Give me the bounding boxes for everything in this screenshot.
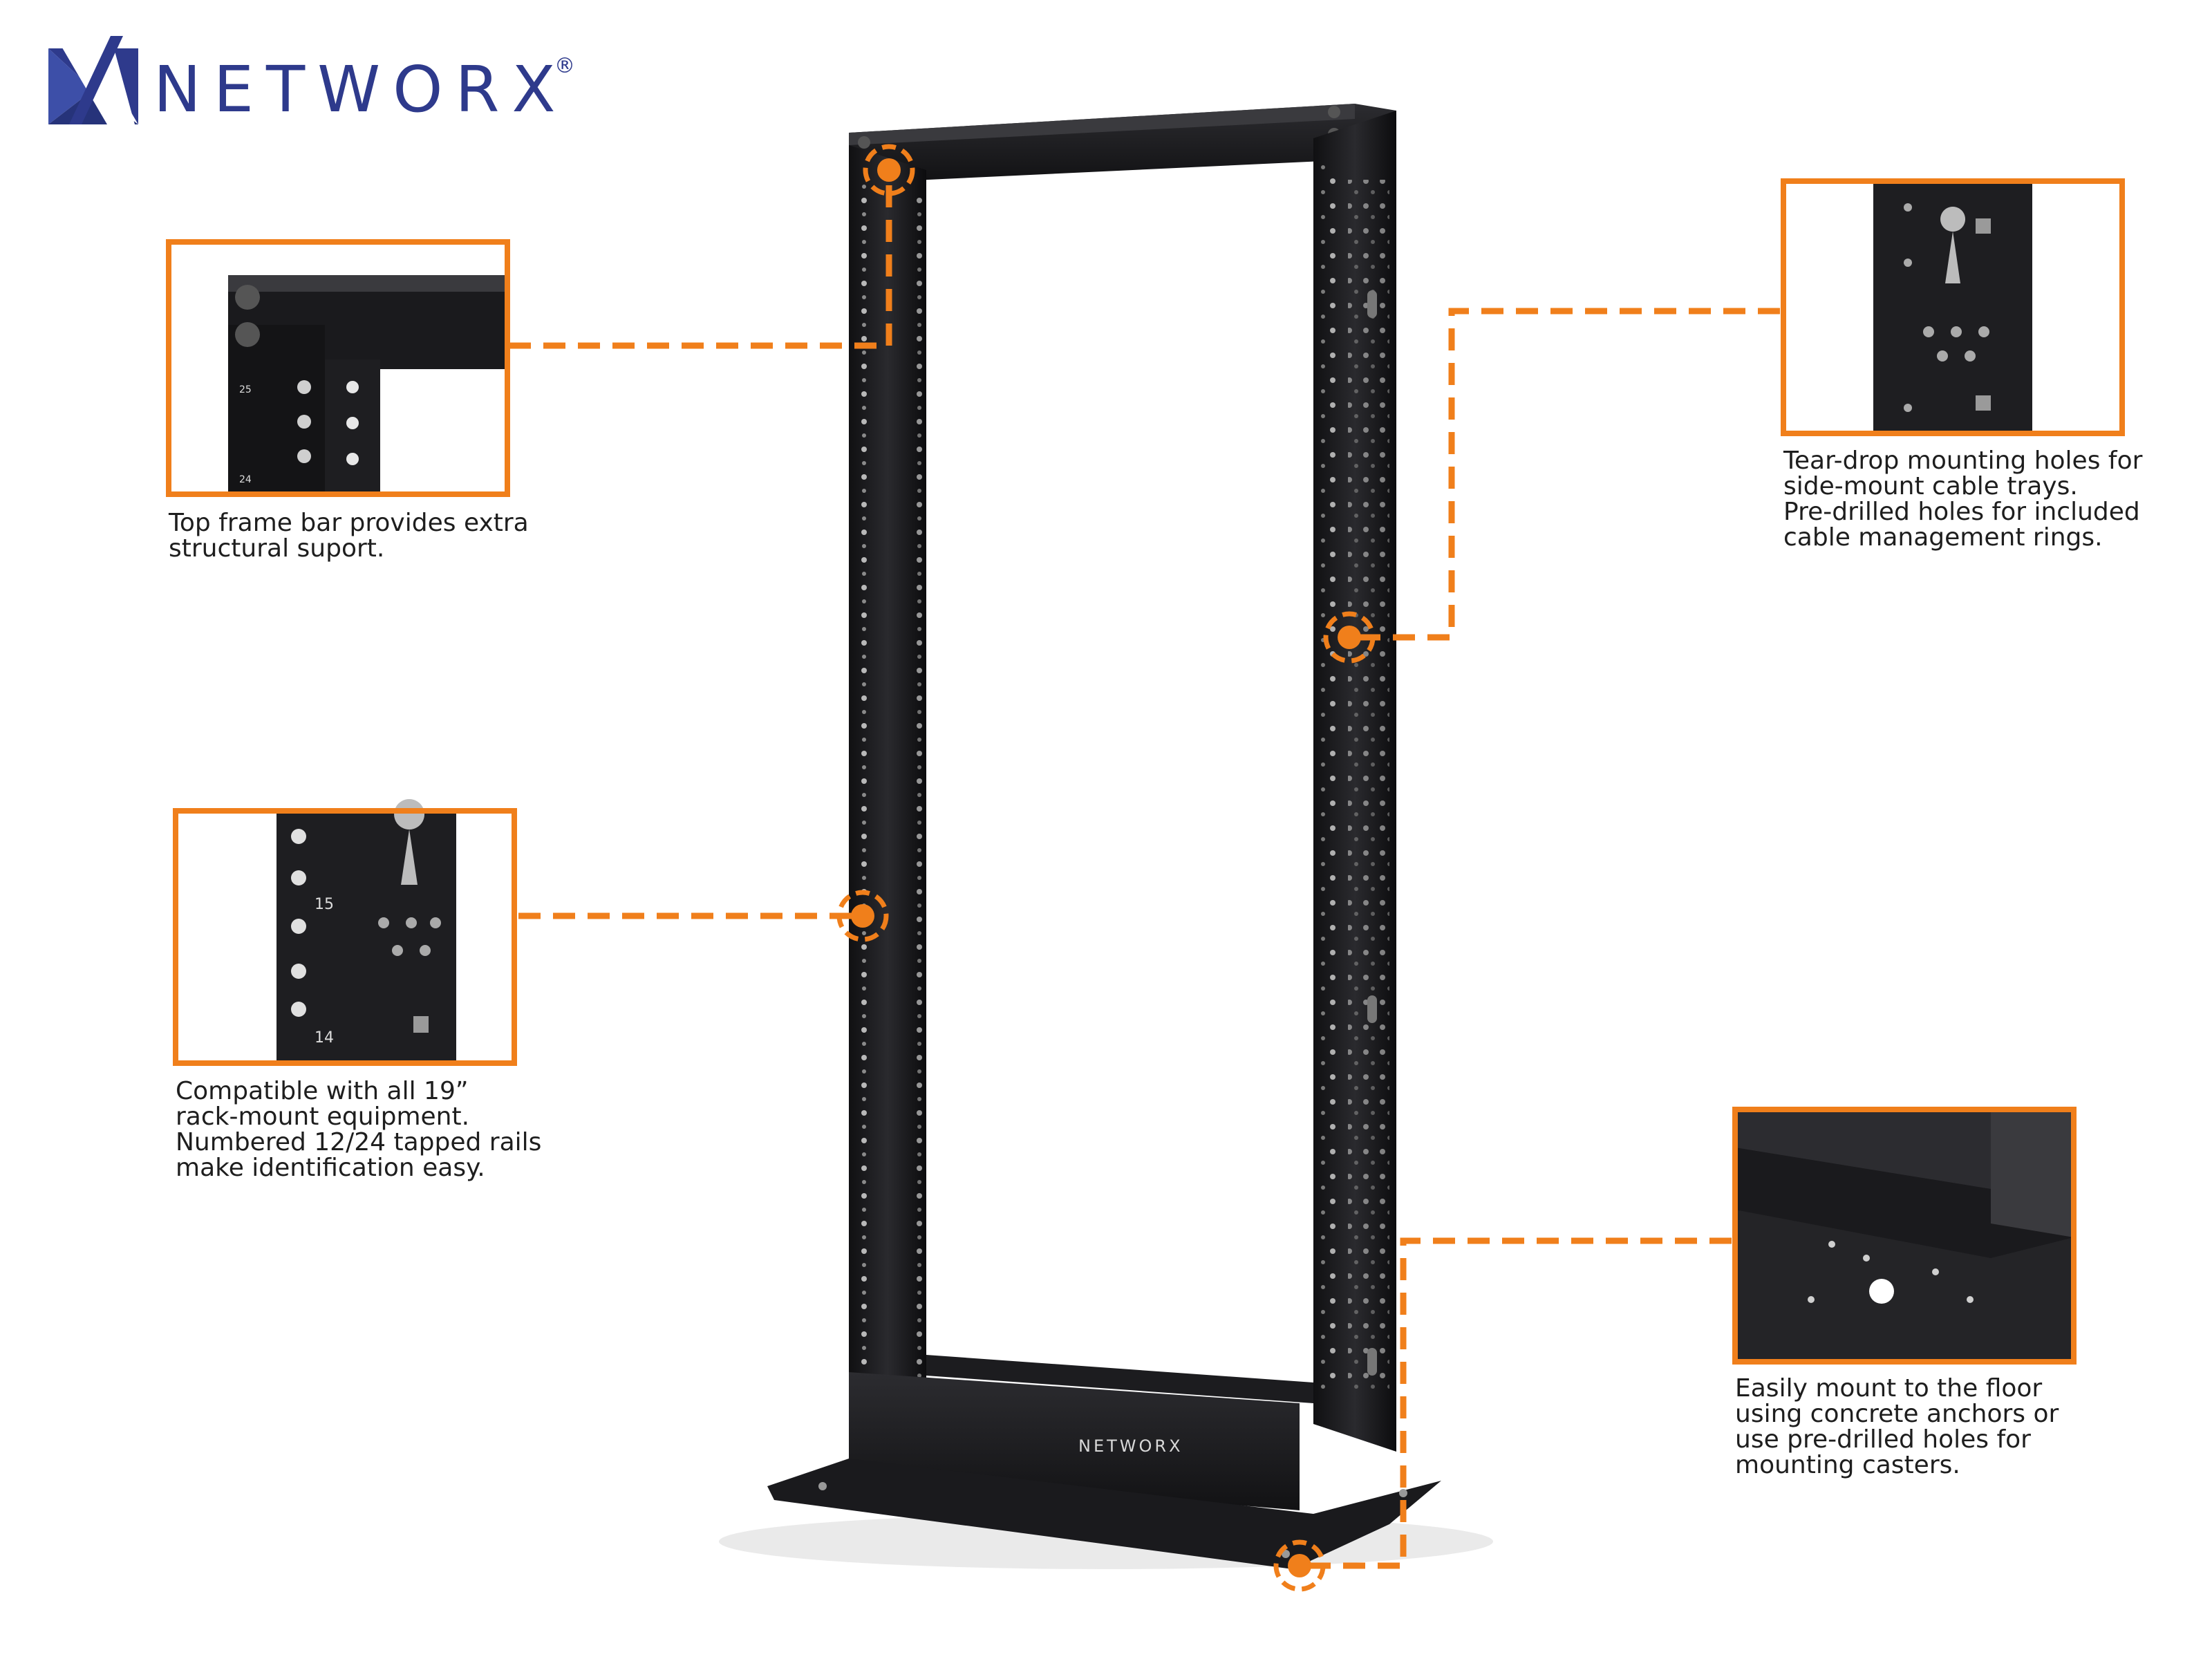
detail-teardrop [1781,178,2125,436]
svg-text:24: 24 [239,474,252,485]
marker-teardrop [1323,611,1376,664]
open-frame-rack: NETWORX [719,104,1493,1569]
base-plate [767,1459,1441,1569]
marker-floor [1273,1539,1326,1592]
networx-logo-icon [48,36,138,124]
svg-text:25: 25 [239,384,252,395]
base-badge: NETWORX [1078,1436,1183,1456]
marker-top [863,144,915,196]
marker-compatible [836,890,889,942]
detail-floor [1732,1107,2077,1365]
svg-text:14: 14 [315,1029,334,1047]
svg-text:15: 15 [315,896,334,913]
caption-teardrop: Tear-drop mounting holes for side-mount … [1783,447,2143,552]
caption-top-frame: Top frame bar provides extra structural … [169,509,529,563]
detail-compatible: 15 14 [173,799,517,1066]
brand-wordmark: NETWORX [153,53,568,126]
caption-floor: Easily mount to the floor using concrete… [1735,1374,2059,1479]
callout-leaders [509,170,1780,1569]
detail-top-frame: 25 24 [166,239,510,497]
caption-compatible: Compatible with all 19” rack-mount equip… [176,1077,542,1182]
registered-mark: ® [554,54,575,78]
